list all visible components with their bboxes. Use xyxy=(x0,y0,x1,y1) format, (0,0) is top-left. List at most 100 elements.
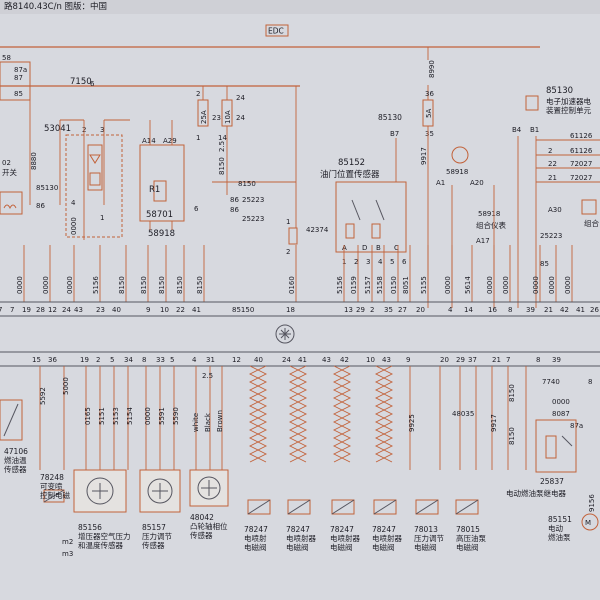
ecu-symbol xyxy=(275,324,295,344)
pin-b1: B1 xyxy=(530,126,539,134)
vertical-wires-top xyxy=(23,245,573,302)
sensor-85157 xyxy=(139,469,181,513)
svg-text:5153: 5153 xyxy=(112,407,120,425)
wire-7150-sub: 6 xyxy=(90,80,95,88)
component-name2: 传感器 xyxy=(190,530,213,540)
svg-text:0000: 0000 xyxy=(552,398,570,406)
connector-pin: 10 xyxy=(366,356,375,364)
connector-pin: 35 xyxy=(384,306,393,314)
top-wire-label: 0000 xyxy=(532,276,540,294)
component-name2: 传感器 xyxy=(4,464,27,474)
fuse-wire-8150: 8150 xyxy=(218,157,226,175)
top-wire-label: 8150 xyxy=(118,276,126,294)
header-cut-text: 路8140.43C/n 图版：中国 xyxy=(4,1,107,12)
fuse-n36: 36 xyxy=(425,90,434,98)
connector-pin: 4 xyxy=(448,306,453,314)
connector-pin: 41 xyxy=(192,306,201,314)
svg-text:7740: 7740 xyxy=(542,378,560,386)
resistor-58701: 58701 xyxy=(146,210,173,220)
sensor-48042 xyxy=(189,469,229,507)
svg-text:25837: 25837 xyxy=(540,477,564,486)
connector-pin: 29 xyxy=(356,306,365,314)
component-code: 85151 xyxy=(548,515,572,524)
top-wire-label: 0000 xyxy=(444,276,452,294)
edc-box xyxy=(265,24,289,37)
pin-a20: A20 xyxy=(470,179,484,187)
fuse-n35: 35 xyxy=(425,130,434,138)
top-wire-label: 0150 xyxy=(390,276,398,294)
wire-9917-top: 9917 xyxy=(420,147,428,165)
component-name2: 电磁阀 xyxy=(244,542,267,552)
connector-pin: 40 xyxy=(254,356,263,364)
solenoid-row xyxy=(247,499,479,515)
fuse-wire-25: 2.5 xyxy=(218,141,226,152)
component-name2: 控制电磁 xyxy=(40,490,70,500)
component-name2: 电磁阀 xyxy=(330,542,353,552)
top-wire-label: 8150 xyxy=(158,276,166,294)
connector-pin: 34 xyxy=(124,356,133,364)
solenoid-78248 xyxy=(43,489,65,503)
label-58918-a: 58918 xyxy=(148,229,175,239)
connector-pin: 37 xyxy=(468,356,477,364)
top-wire-label: 0000 xyxy=(16,276,24,294)
svg-text:3: 3 xyxy=(366,258,370,266)
svg-text:6: 6 xyxy=(402,258,407,266)
svg-text:8087: 8087 xyxy=(552,410,570,418)
svg-text:5154: 5154 xyxy=(126,407,134,425)
connector-pin: 14 xyxy=(464,306,473,314)
fuse-n2: 2 xyxy=(196,90,200,98)
ecu-85130-name2: 装置控制单元 xyxy=(546,105,591,115)
fuel-pump-icon xyxy=(581,513,599,531)
top-wire-label: 0000 xyxy=(502,276,510,294)
connector-pin: 5 xyxy=(170,356,174,364)
connector-pin: 43 xyxy=(382,356,391,364)
pin-a14: A14 xyxy=(142,137,156,145)
top-wire-label: 0000 xyxy=(66,276,74,294)
svg-text:0000: 0000 xyxy=(144,407,152,425)
relay-label: 电动燃油泵继电器 xyxy=(506,488,566,498)
component-code: 78247 xyxy=(330,525,354,534)
top-wire-label: 0000 xyxy=(486,276,494,294)
component-name1: 压力调节 xyxy=(414,533,444,543)
svg-text:72027: 72027 xyxy=(570,174,592,182)
connector-pin: 39 xyxy=(526,306,535,314)
connector-pin: 18 xyxy=(286,306,295,314)
connector-pin: 12 xyxy=(232,356,241,364)
wire-25223a: 25223 xyxy=(242,196,264,204)
top-wire-label: 0000 xyxy=(564,276,572,294)
connector-pin: 41 xyxy=(298,356,307,364)
connector-pin: 24 xyxy=(62,306,71,314)
component-name1: 燃油温 xyxy=(4,455,27,465)
component-name2: 电磁阀 xyxy=(414,542,437,552)
connector-pin: 9 xyxy=(146,306,150,314)
connector-pin: 5 xyxy=(110,356,114,364)
component-name1: 电喷射 xyxy=(244,533,267,543)
top-wire-label: 0000 xyxy=(548,276,556,294)
connector-pin: 8 xyxy=(508,306,512,314)
resistor-module xyxy=(139,144,185,222)
throttle-code: 85152 xyxy=(338,158,365,168)
component-code: 48042 xyxy=(190,513,214,522)
module-pin-1: 1 xyxy=(100,214,104,222)
connector-pin: 7 xyxy=(506,356,510,364)
svg-text:2: 2 xyxy=(354,258,358,266)
resistor-r1: R1 xyxy=(149,185,160,195)
wire-58918-right: 58918 xyxy=(446,168,468,176)
wire-color-white: white xyxy=(192,413,200,432)
throttle-name: 油门位置传感器 xyxy=(320,169,380,180)
connector-pin: 21 xyxy=(544,306,553,314)
switch-label: 开关 xyxy=(2,167,17,177)
component-name1: 电动 xyxy=(548,523,563,533)
ecu-wires: 61126 61126 72027 72027 2 22 21 xyxy=(536,132,600,183)
svg-text:0165: 0165 xyxy=(84,407,92,425)
top-wire-label: 5156 xyxy=(336,276,344,294)
component-name2: 电磁阀 xyxy=(286,542,309,552)
bottom-wire-labels: 5592 5000 0165 5151 5153 5154 0000 5591 … xyxy=(39,377,592,486)
wire-color-brown: Brown xyxy=(216,410,224,432)
edc-label: EDC xyxy=(268,27,284,36)
connector-pin: 2 xyxy=(96,356,100,364)
component-name1: 电喷射器 xyxy=(372,533,402,543)
wire-25223b: 25223 xyxy=(242,215,264,223)
